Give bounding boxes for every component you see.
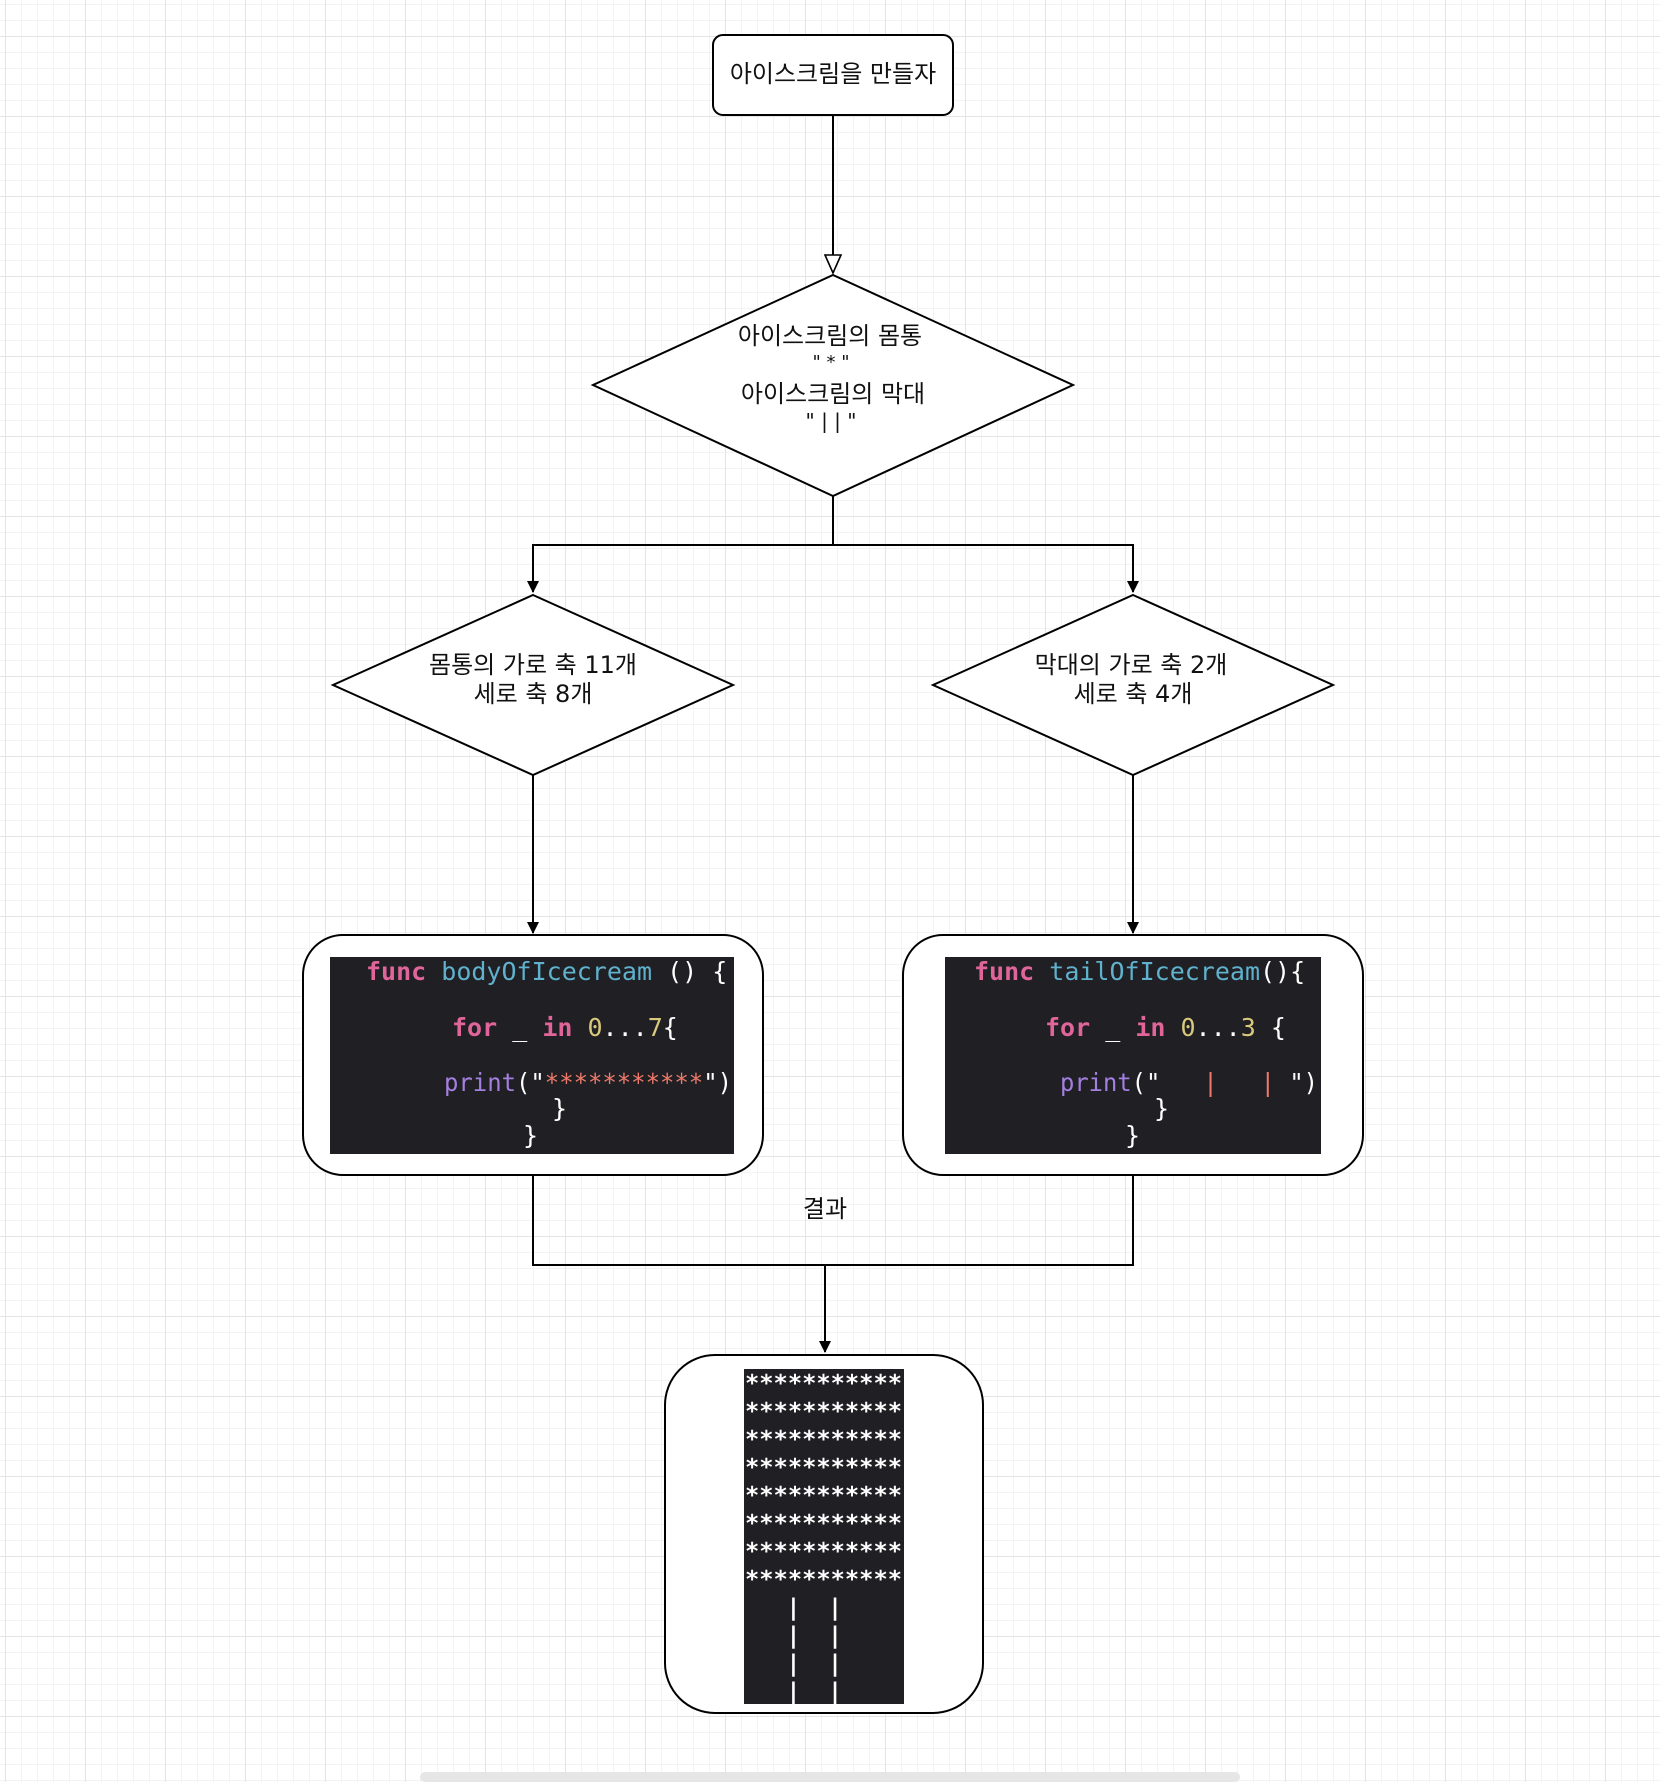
result-tail-line: | | — [745, 1623, 842, 1649]
code-tail-line-4: } — [1154, 1094, 1169, 1123]
decision-main-line-4: " | | " — [806, 409, 857, 433]
result-body-line: *********** — [745, 1539, 902, 1565]
code-body-line-5: } — [523, 1121, 538, 1150]
decision-body-line-1: 몸통의 가로 축 11개 — [429, 651, 637, 679]
result-body-line: *********** — [745, 1399, 902, 1425]
start-node-label: 아이스크림을 만들자 — [730, 60, 936, 88]
start-node[interactable]: 아이스크림을 만들자 — [712, 34, 954, 116]
connector-main-branch-right — [833, 544, 1139, 593]
code-body-line-4: } — [552, 1094, 567, 1123]
code-tail-line-1: func tailOfIcecream(){ — [974, 957, 1305, 986]
decision-main-line-1: 아이스크림의 몸통 — [738, 322, 922, 350]
result-console — [744, 1369, 904, 1704]
result-tail-line: | | — [745, 1679, 842, 1705]
decision-main[interactable]: 아이스크림의 몸통 " * " 아이스크림의 막대 " | | " — [590, 273, 1076, 498]
connector-merge — [532, 1175, 1134, 1266]
result-body-line: *********** — [745, 1511, 902, 1537]
result-body-line: *********** — [745, 1371, 902, 1397]
code-screenshot-tail — [945, 957, 1321, 1154]
decision-main-line-2: " * " — [812, 352, 849, 373]
decision-main-line-3: 아이스크림의 막대 — [741, 380, 925, 408]
decision-tail[interactable]: 막대의 가로 축 2개 세로 축 4개 — [930, 593, 1336, 777]
decision-body[interactable]: 몸통의 가로 축 11개 세로 축 8개 — [330, 593, 736, 777]
result-node[interactable]: *********** *********** *********** ****… — [664, 1354, 984, 1714]
result-tail-line: | | — [745, 1595, 842, 1621]
result-body-line: *********** — [745, 1567, 902, 1593]
horizontal-scrollbar[interactable] — [420, 1772, 1240, 1782]
result-body-line: *********** — [745, 1455, 902, 1481]
result-body-line: *********** — [745, 1427, 902, 1453]
decision-body-line-2: 세로 축 8개 — [474, 680, 593, 708]
connector-main-branch — [527, 496, 834, 593]
result-output: *********** *********** *********** ****… — [745, 1371, 902, 1705]
code-node-tail[interactable]: func tailOfIcecream(){ for _ in 0...3 { … — [902, 934, 1364, 1176]
decision-tail-line-2: 세로 축 4개 — [1074, 680, 1193, 708]
code-tail-line-5: } — [1125, 1121, 1140, 1150]
code-body-line-3: print("***********") — [444, 1068, 732, 1097]
code-body-line-1: func bodyOfIcecream () { — [366, 957, 727, 986]
code-node-body[interactable]: func bodyOfIcecream () { for _ in 0...7{… — [302, 934, 764, 1176]
code-body-line-2: for _ in 0...7{ — [452, 1013, 678, 1042]
result-body-line: *********** — [745, 1483, 902, 1509]
merge-label: 결과 — [803, 1195, 847, 1223]
code-screenshot-body — [330, 957, 734, 1154]
code-tail-line-3: print(" | | ") — [1060, 1068, 1318, 1097]
result-tail-line: | | — [745, 1651, 842, 1677]
code-tail-line-2: for _ in 0...3 { — [1045, 1013, 1286, 1042]
decision-tail-line-1: 막대의 가로 축 2개 — [1035, 651, 1228, 679]
